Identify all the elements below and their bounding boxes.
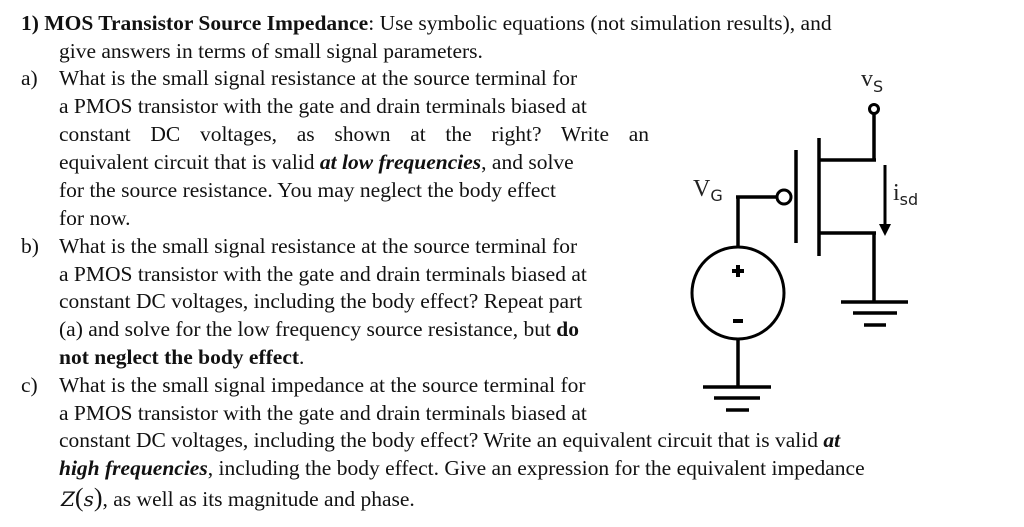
- part-b-line3: constant DC voltages, including the body…: [59, 289, 583, 313]
- source-terminal-icon: [868, 103, 880, 115]
- part-a-line6: for now.: [59, 206, 131, 230]
- part-a-label: a): [21, 66, 38, 90]
- impedance-z: Z: [61, 487, 75, 511]
- impedance-s: s: [83, 487, 94, 511]
- ground-icon-drain: [841, 300, 908, 327]
- part-c-line4-post: , including the body effect. Give an exp…: [207, 456, 865, 480]
- part-a-emphasis-low-frequencies: at low frequencies: [319, 150, 482, 174]
- isd-label-sub: sd: [899, 190, 919, 209]
- close-paren: ): [93, 483, 103, 512]
- problem-intro: : Use symbolic equations (not simulation…: [368, 11, 832, 35]
- vg-label: VG: [693, 176, 723, 205]
- part-b-label: b): [21, 234, 39, 258]
- isd-label: isd: [893, 180, 919, 209]
- voltage-source-icon: [690, 245, 786, 341]
- part-a-line4-pre: equivalent circuit that is valid: [59, 150, 320, 174]
- part-a-line5: for the source resistance. You may negle…: [59, 178, 556, 202]
- part-c-emphasis-at: at: [823, 428, 841, 452]
- part-c-line2: a PMOS transistor with the gate and drai…: [59, 401, 587, 425]
- vs-label-sub: S: [873, 77, 884, 96]
- vg-label-main: V: [693, 176, 711, 202]
- vg-label-sub: G: [710, 186, 723, 205]
- problem-header: 1) MOS Transistor Source Impedance: Use …: [21, 10, 832, 37]
- vs-label-main: v: [861, 66, 873, 92]
- part-a-line3: constant DC voltages, as shown at the ri…: [59, 122, 649, 146]
- open-paren: (: [74, 483, 84, 512]
- problem-number: 1): [21, 11, 39, 35]
- part-b-line4: (a) and solve for the low frequency sour…: [59, 316, 579, 343]
- part-b-bold-not-neglect: not neglect the body effect: [59, 345, 300, 369]
- part-c-line4: high frequencies, including the body eff…: [59, 455, 865, 482]
- part-c-label: c): [21, 373, 38, 397]
- part-c-line5-post: , as well as its magnitude and phase.: [102, 487, 415, 511]
- part-b-bold-do: do: [556, 317, 580, 341]
- part-c-line3-pre: constant DC voltages, including the body…: [59, 428, 824, 452]
- part-c-line1: What is the small signal impedance at th…: [59, 373, 586, 397]
- part-b-line5: not neglect the body effect.: [59, 344, 304, 371]
- part-b-line1: What is the small signal resistance at t…: [59, 234, 578, 258]
- part-c-line5: Z(s), as well as its magnitude and phase…: [61, 484, 415, 513]
- problem-intro-line2: give answers in terms of small signal pa…: [59, 39, 483, 63]
- part-a-line1: What is the small signal resistance at t…: [59, 66, 578, 90]
- part-c-line3: constant DC voltages, including the body…: [59, 427, 840, 454]
- part-c-emphasis-high-frequencies: high frequencies: [59, 456, 208, 480]
- part-b-line4-pre: (a) and solve for the low frequency sour…: [59, 317, 557, 341]
- part-b-line5-post: .: [299, 345, 305, 369]
- pmos-gate-bubble-icon: [775, 188, 793, 206]
- problem-title: MOS Transistor Source Impedance: [44, 11, 369, 35]
- part-a-line2: a PMOS transistor with the gate and drai…: [59, 94, 587, 118]
- vs-label: vS: [861, 66, 884, 96]
- isd-label-main: i: [893, 180, 900, 206]
- part-a-line4: equivalent circuit that is valid at low …: [59, 149, 574, 176]
- part-b-line2: a PMOS transistor with the gate and drai…: [59, 262, 587, 286]
- ground-icon-source: [703, 385, 771, 412]
- part-a-line4-post: , and solve: [481, 150, 574, 174]
